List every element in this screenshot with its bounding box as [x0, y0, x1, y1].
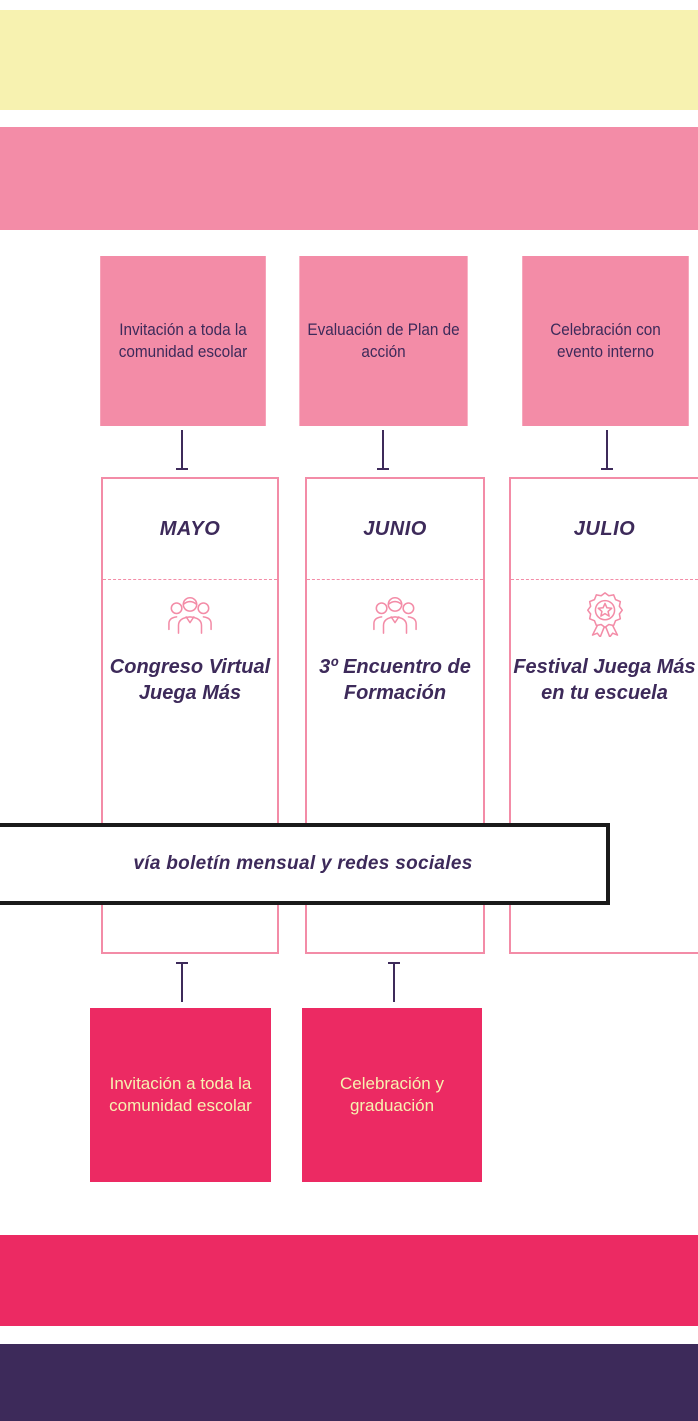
- connector-line: [388, 962, 400, 1002]
- month-label: JULIO: [511, 479, 698, 580]
- top-yellow-band: [0, 10, 698, 110]
- award-badge-icon: [586, 592, 623, 637]
- bottom-box-mayo: Invitación a toda la comunidad escolar: [90, 1008, 271, 1182]
- bottom-purple-band: [0, 1344, 698, 1421]
- top-box-junio: Evaluación de Plan de acción: [299, 256, 468, 426]
- month-label: JUNIO: [307, 479, 483, 580]
- group-people-icon: [373, 596, 417, 634]
- connector-line: [176, 430, 188, 470]
- note-text: vía boletín mensual y redes sociales: [133, 853, 473, 874]
- top-box-label: Celebración con evento interno: [550, 320, 661, 361]
- bottom-box-junio: Celebración y graduación: [302, 1008, 482, 1182]
- top-box-label: Invitación a toda la comunidad escolar: [118, 320, 248, 361]
- connector-line: [601, 430, 613, 470]
- connector-line: [176, 962, 188, 1002]
- event-title: Festival Juega Más en tu escuela: [513, 656, 696, 704]
- communication-note: vía boletín mensual y redes sociales: [0, 823, 610, 905]
- top-pink-band: [0, 127, 698, 230]
- top-box-label: Evaluación de Plan de acción: [307, 320, 460, 361]
- group-people-icon: [168, 596, 212, 634]
- top-box-mayo: Invitación a toda la comunidad escolar: [100, 256, 266, 426]
- bottom-box-label: Celebración y graduación: [340, 1074, 444, 1115]
- top-box-julio: Celebración con evento interno: [522, 256, 689, 426]
- bottom-red-band: [0, 1235, 698, 1326]
- event-title: 3º Encuentro de Formación: [319, 656, 471, 704]
- month-label: MAYO: [103, 479, 277, 580]
- event-title: Congreso Virtual Juega Más: [109, 656, 271, 704]
- bottom-box-label: Invitación a toda la comunidad escolar: [109, 1074, 252, 1115]
- connector-line: [377, 430, 389, 470]
